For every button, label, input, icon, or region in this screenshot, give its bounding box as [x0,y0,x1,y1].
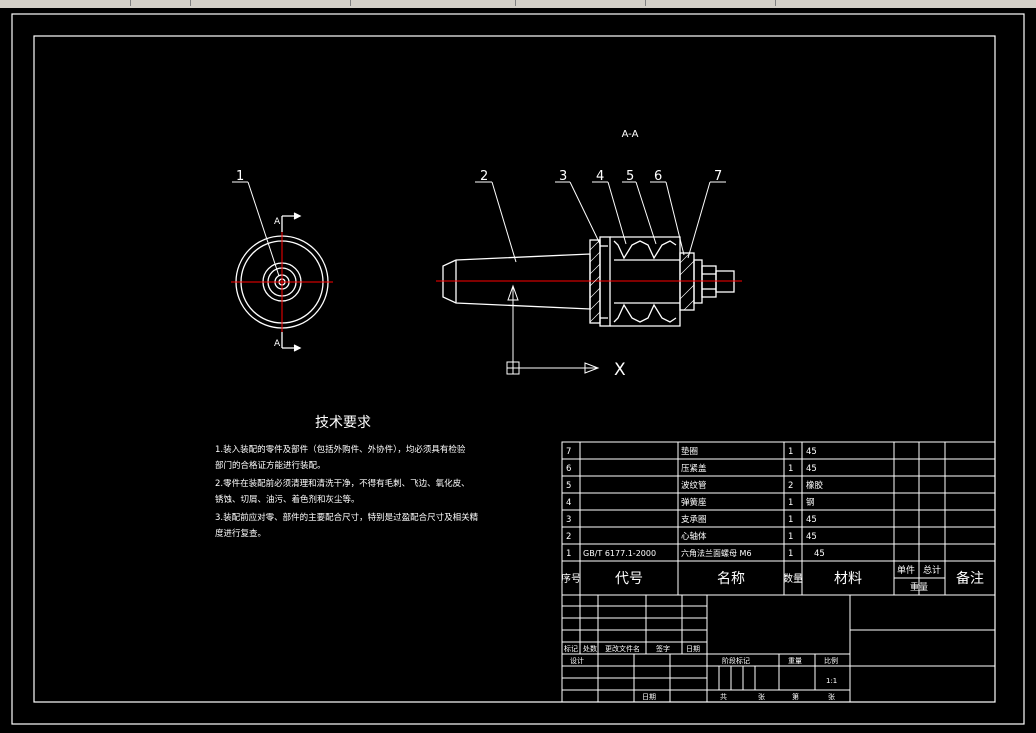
rev-label: 处数 [583,644,597,653]
parts-list: 7 垫圈 1 45 6 压紧盖 1 45 5 波纹管 2 橡胶 4 弹簧座 1 … [566,446,825,559]
scale-value: 1:1 [826,677,837,685]
part-no: 2 [566,532,571,542]
parts-header: 序号 代号 名称 数量 材料 单件 总计 重量 备注 [561,564,984,593]
title-block: 标记 处数 更改文件名 签字 日期 设计 阶段标记 重量 比例 1:1 日期 共… [564,644,838,701]
part-qty: 1 [788,549,793,559]
part-qty: 1 [788,498,793,508]
callout-5: 5 [626,169,634,184]
part-name: 支承圈 [681,514,707,525]
callout-2: 2 [480,169,488,184]
parts-row: 7 垫圈 1 45 [566,446,817,457]
ucs-icon [506,284,600,375]
callout-4: 4 [596,169,604,184]
part-qty: 1 [788,464,793,474]
callout-6: 6 [654,169,662,184]
header-qty: 数量 [783,572,803,585]
scale-label: 比例 [824,656,838,665]
toolbar-segment[interactable] [645,0,776,6]
section-label: A-A [622,129,639,140]
part-name: 波纹管 [681,480,707,491]
rev-label: 日期 [686,645,700,653]
part-name: 压紧盖 [681,463,707,474]
tech-req-line: 度进行复查。 [215,528,266,539]
drawing-border [33,35,996,703]
tech-req-line: 2.零件在装配前必须清理和清洗干净，不得有毛刺、飞边、氧化皮、 [215,478,470,489]
view-letter-bottom: A [274,339,281,349]
tech-req-line: 部门的合格证方能进行装配。 [215,460,326,471]
stage-label: 阶段标记 [722,656,750,665]
part-qty: 1 [788,515,793,525]
callout-leaders [475,181,726,263]
callout-7: 7 [714,169,722,184]
rev-label: 标记 [564,644,578,653]
parts-row: 1 GB/T 6177.1-2000 六角法兰面螺母 M6 1 45 [566,548,825,559]
part-name: 弹簧座 [681,497,707,508]
parts-row: 6 压紧盖 1 45 [566,463,817,474]
callout-3: 3 [559,169,567,184]
rev-label: 签字 [656,644,670,653]
sheet-label: 第 [792,692,799,701]
header-remark: 备注 [956,570,984,587]
part-no: 5 [566,481,571,491]
header-no: 序号 [561,572,581,585]
part-qty: 1 [788,532,793,542]
title-bar [0,0,1036,8]
parts-row: 3 支承圈 1 45 [566,514,817,525]
toolbar-segment[interactable] [350,0,516,6]
drawing-canvas[interactable]: A-A A A 1 [0,8,1036,733]
part-material: 45 [806,447,817,457]
tech-req-line: 3.装配前应对零、部件的主要配合尺寸，特别是过盈配合尺寸及相关精 [215,512,479,523]
header-code: 代号 [615,571,643,587]
rev-label: 更改文件名 [605,644,640,653]
parts-row: 5 波纹管 2 橡胶 [566,480,824,491]
section-view [436,236,742,327]
part-qty: 1 [788,447,793,457]
tech-req-line: 锈蚀、切屑、油污、着色剂和灰尘等。 [215,494,360,505]
tech-req-title: 技术要求 [315,415,371,431]
part-no: 3 [566,515,571,525]
part-no: 6 [566,464,571,474]
part-name: 心轴体 [681,531,707,542]
toolbar-segment[interactable] [130,0,191,6]
header-material: 材料 [834,571,862,587]
header-weight: 重量 [910,581,928,593]
part-code: GB/T 6177.1-2000 [583,549,656,558]
part-material: 45 [806,515,817,525]
part-material: 45 [806,464,817,474]
design-label: 设计 [570,656,584,665]
sheet-label: 张 [828,692,835,701]
callout-leader-1 [232,181,280,277]
view-letter-top: A [274,217,281,227]
part-no: 7 [566,447,571,457]
header-total: 总计 [923,564,941,576]
callout-1: 1 [236,169,244,184]
part-name: 垫圈 [681,446,698,457]
part-material: 钢 [806,497,815,508]
part-material: 橡胶 [806,480,824,491]
parts-row: 4 弹簧座 1 钢 [566,497,815,508]
sheet-label: 张 [758,692,765,701]
section-hatching [589,239,695,323]
toolbar-segment[interactable] [190,0,351,6]
part-name: 六角法兰面螺母 M6 [681,548,752,558]
parts-list-grid [561,441,996,703]
part-material: 45 [806,532,817,542]
sheet-label: 共 [720,692,727,701]
outer-frame [11,13,1025,725]
parts-row: 2 心轴体 1 45 [566,531,817,542]
date-label: 日期 [642,693,656,701]
part-no: 4 [566,498,571,508]
header-name: 名称 [717,571,745,587]
tech-req-list: 1.装入装配的零件及部件（包括外购件、外协件），均必须具有检验 部门的合格证方能… [215,444,479,539]
weight-label: 重量 [788,657,802,665]
ucs-x-label: X [614,360,626,380]
end-view [231,212,333,352]
part-material: 45 [814,549,825,559]
tech-req-line: 1.装入装配的零件及部件（包括外购件、外协件），均必须具有检验 [215,444,466,455]
part-no: 1 [566,549,571,559]
toolbar-segment[interactable] [0,0,131,6]
toolbar-segment[interactable] [515,0,646,6]
header-single: 单件 [897,564,915,576]
part-qty: 2 [788,481,793,491]
